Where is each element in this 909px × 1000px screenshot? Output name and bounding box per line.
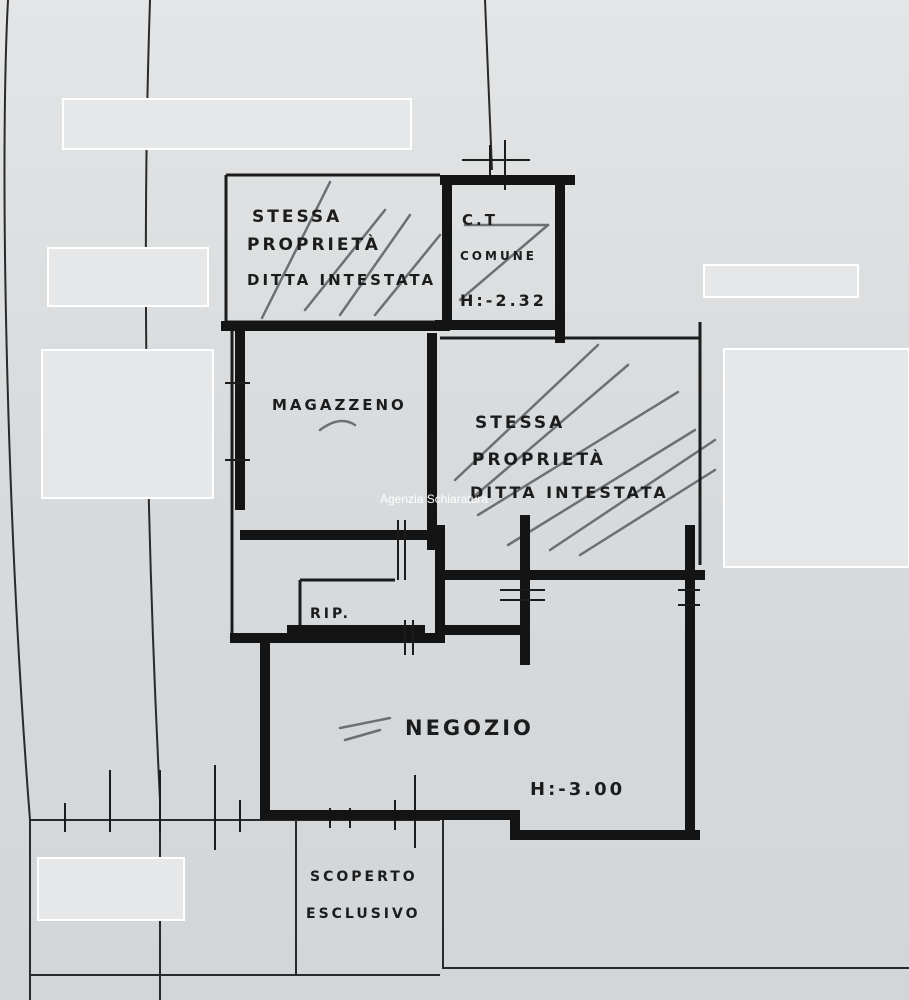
- ct-label: C.T: [462, 211, 498, 229]
- room-labels: STESSA PROPRIETÀ DITTA INTESTATA C.T COM…: [247, 207, 669, 922]
- stessa-right-line2: PROPRIETÀ: [472, 448, 606, 470]
- rip-label: RIP.: [310, 606, 351, 622]
- structural-walls: [221, 175, 705, 840]
- negozio-label: NEGOZIO: [405, 716, 534, 740]
- pencil-hatching: [260, 180, 717, 742]
- redaction-right-upper: [703, 264, 859, 298]
- stessa-top-line2: PROPRIETÀ: [247, 233, 381, 255]
- openings: [225, 382, 700, 655]
- stessa-top-line1: STESSA: [252, 207, 342, 227]
- magazzeno-label: MAGAZZENO: [272, 396, 407, 414]
- stessa-right-line3: DITTA INTESTATA: [470, 483, 669, 502]
- watermark: Agenzia Schiaratura: [380, 492, 488, 506]
- redaction-top: [62, 98, 412, 150]
- redaction-boxes: [37, 98, 909, 921]
- scoperto-line1: SCOPERTO: [310, 869, 418, 885]
- redaction-left-middle: [41, 349, 214, 499]
- scoperto-line2: ESCLUSIVO: [306, 906, 421, 922]
- ct-comune: COMUNE: [460, 249, 537, 263]
- stessa-right-line1: STESSA: [475, 413, 565, 433]
- stessa-top-line3: DITTA INTESTATA: [247, 271, 436, 289]
- redaction-bottom-left: [37, 857, 185, 921]
- ct-height: H:-2.32: [460, 291, 547, 310]
- redaction-left-upper: [47, 247, 209, 307]
- redaction-right-middle: [723, 348, 909, 568]
- negozio-height: H:-3.00: [530, 779, 625, 800]
